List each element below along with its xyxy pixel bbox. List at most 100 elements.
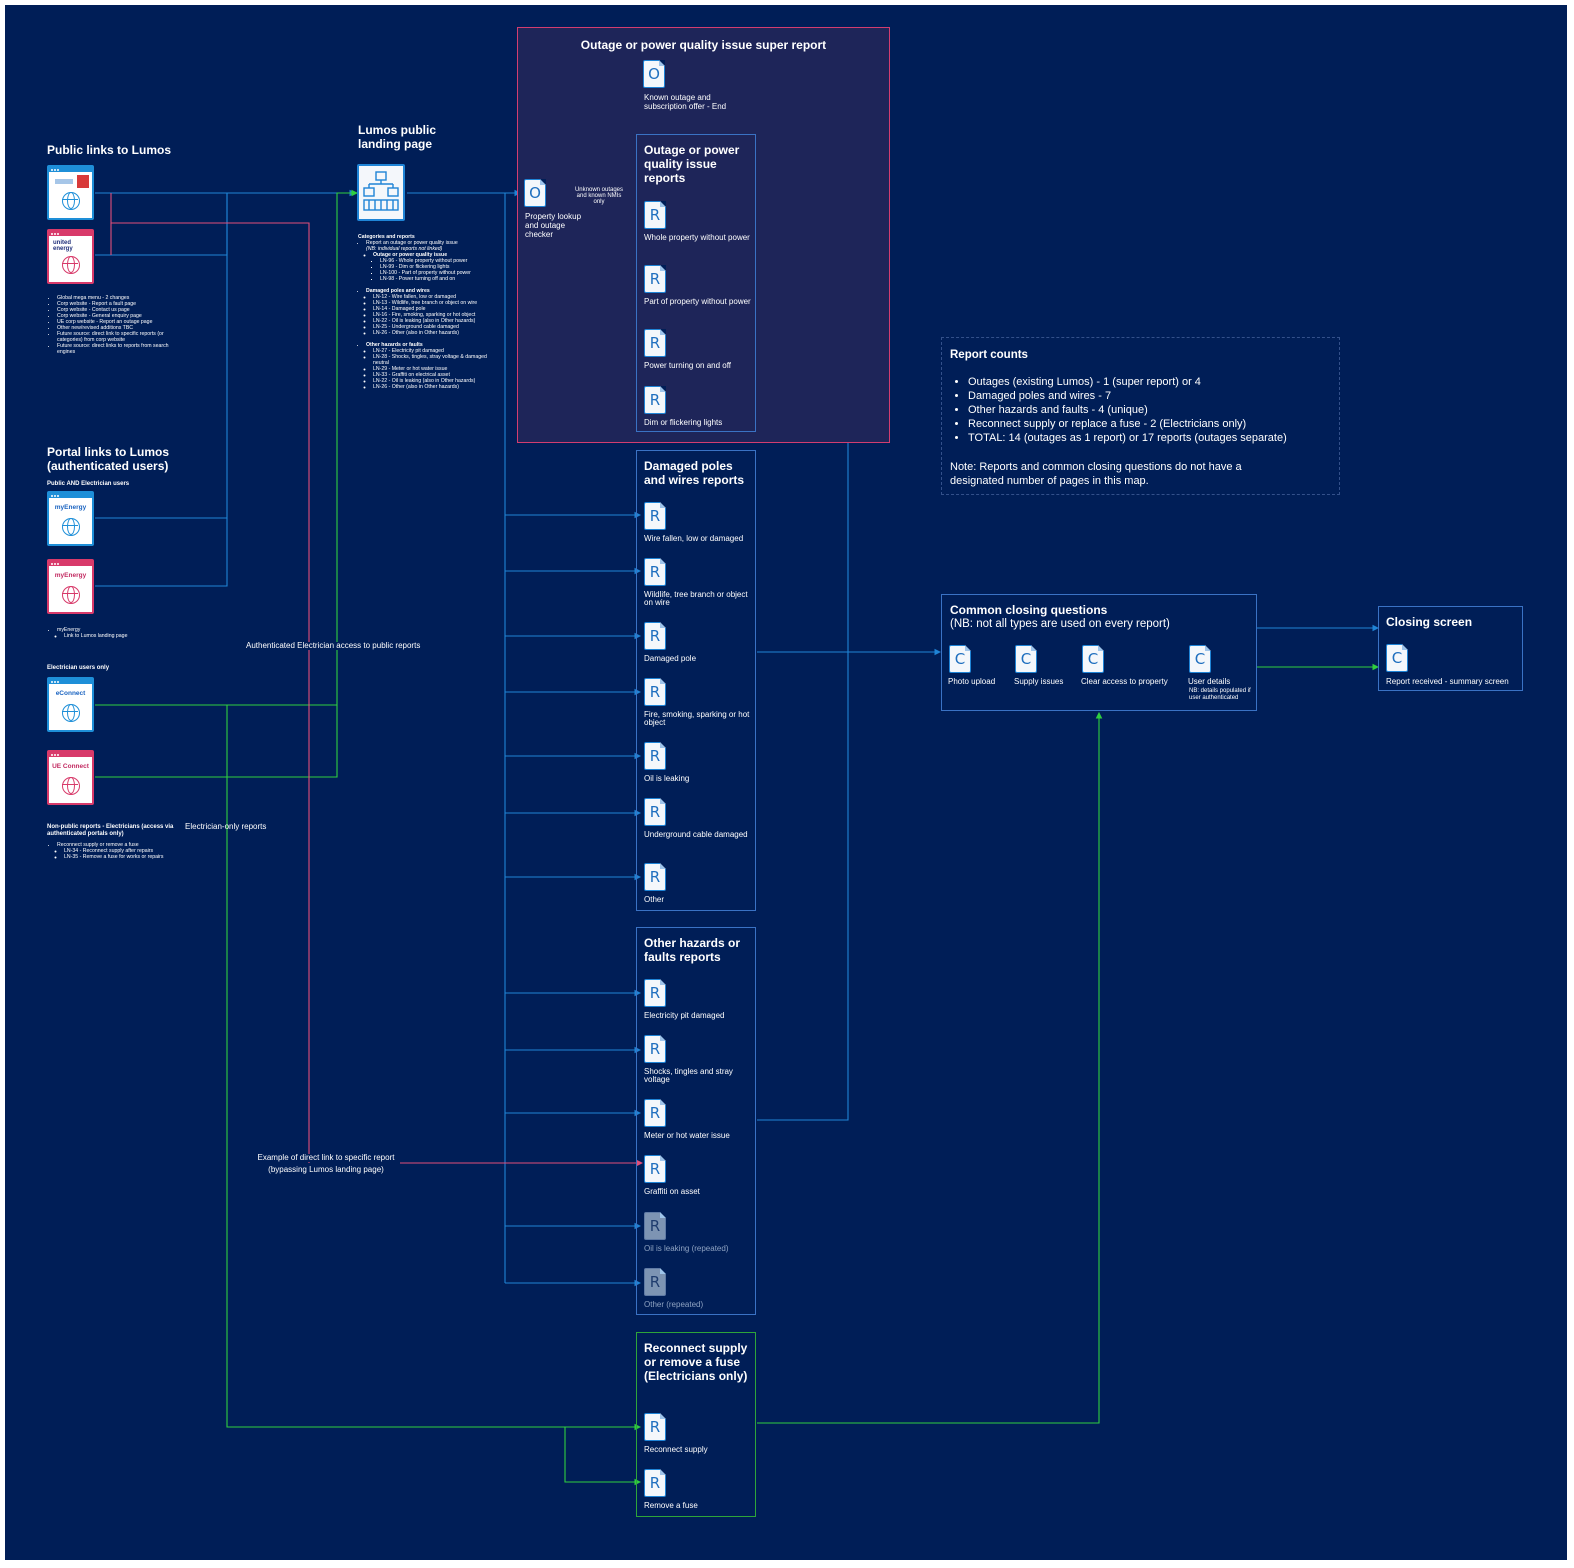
report-page-icon[interactable]: R bbox=[644, 798, 666, 826]
report-page-icon[interactable]: R bbox=[644, 1035, 666, 1063]
report-page-icon[interactable]: R bbox=[644, 622, 666, 650]
report-page-icon[interactable]: R bbox=[644, 1212, 666, 1240]
report-page-icon[interactable]: R bbox=[644, 1268, 666, 1296]
ueconnect-caption: UE Connect bbox=[52, 763, 89, 770]
public-link-note: Corp website - Report a fault page bbox=[57, 301, 174, 307]
outage-reports-title: Outage or power quality issue reports bbox=[644, 143, 740, 185]
myenergy-caption: myEnergy bbox=[54, 572, 87, 579]
outage-reports-group: Outage or power quality issue reports bbox=[636, 134, 756, 432]
closing-question-page-icon[interactable]: C bbox=[1189, 645, 1211, 673]
report-page-icon[interactable]: R bbox=[644, 265, 666, 293]
globe-icon bbox=[62, 777, 80, 795]
closing-screen-group: Closing screen C Report received - summa… bbox=[1378, 606, 1523, 691]
report-label: Reconnect supply bbox=[644, 1445, 708, 1454]
nonpublic-sub-item: LN-35 - Remove a fuse for works or repai… bbox=[64, 854, 179, 860]
report-page-icon[interactable]: R bbox=[644, 502, 666, 530]
closing-screen-label: Report received - summary screen bbox=[1386, 677, 1509, 686]
landing-outage-item: LN-98 - Power turning off and on bbox=[380, 276, 488, 282]
report-page-icon[interactable]: R bbox=[644, 1413, 666, 1441]
report-counts-title: Report counts bbox=[950, 349, 1028, 361]
property-lookup-page-icon[interactable]: O bbox=[524, 179, 546, 207]
known-outage-page-icon[interactable]: O bbox=[643, 60, 665, 88]
direct-link-annotation-1: Example of direct link to specific repor… bbox=[252, 1154, 400, 1162]
portal-notes: myEnergyLink to Lumos landing page bbox=[49, 627, 169, 639]
report-page-icon[interactable]: R bbox=[644, 201, 666, 229]
report-label: Dim or flickering lights bbox=[644, 418, 723, 427]
report-label: Electricity pit damaged bbox=[644, 1011, 725, 1020]
report-page-icon[interactable]: R bbox=[644, 1099, 666, 1127]
auth-electrician-annotation: Authenticated Electrician access to publ… bbox=[246, 641, 421, 650]
myenergy-browser-ue[interactable]: myEnergy bbox=[47, 559, 94, 614]
landing-other-item: LN-28 - Shocks, tingles, stray voltage &… bbox=[373, 354, 488, 366]
landing-other-item: LN-27 - Electricity pit damaged bbox=[373, 348, 488, 354]
closing-question-page-icon[interactable]: C bbox=[1082, 645, 1104, 673]
damaged-subheading: Damaged poles and wires bbox=[366, 288, 430, 294]
report-page-icon[interactable]: R bbox=[644, 979, 666, 1007]
ue-website-browser[interactable]: united energy bbox=[47, 229, 94, 284]
closing-question-label: User details bbox=[1188, 677, 1231, 686]
report-counts-box: Report counts Outages (existing Lumos) -… bbox=[941, 337, 1340, 495]
closing-questions-subtitle: (NB: not all types are used on every rep… bbox=[950, 618, 1170, 630]
myenergy-caption: myEnergy bbox=[54, 504, 87, 511]
report-page-icon[interactable]: R bbox=[644, 558, 666, 586]
ueconnect-browser[interactable]: UE Connect bbox=[47, 750, 94, 805]
category-note: (NB: individual reports not linked) bbox=[366, 246, 443, 252]
landing-damaged-item: LN-12 - Wire fallen, low or damaged bbox=[373, 294, 488, 300]
closing-question-label: Supply issues bbox=[1014, 677, 1064, 686]
landing-outage-item: LN-100 - Part of property without power bbox=[380, 270, 488, 276]
report-label: Underground cable damaged bbox=[644, 830, 748, 839]
public-electrician-subtitle: Public AND Electrician users bbox=[47, 481, 130, 487]
report-page-icon[interactable]: R bbox=[644, 1155, 666, 1183]
reconnect-reports-title: Reconnect supply or remove a fuse (Elect… bbox=[644, 1341, 748, 1383]
landing-outage-item: LN-96 - Whole property without power bbox=[380, 258, 488, 264]
corp-website-browser[interactable] bbox=[47, 165, 94, 220]
landing-damaged-item: LN-25 - Underground cable damaged bbox=[373, 324, 488, 330]
landing-other-item: LN-33 - Graffiti on electrical asset bbox=[373, 372, 488, 378]
damaged-reports-group: Damaged poles and wires reports bbox=[636, 450, 756, 911]
myenergy-note-item: Link to Lumos landing page bbox=[64, 633, 169, 639]
globe-icon bbox=[62, 518, 80, 536]
landing-other-item: LN-26 - Other (also in Other hazards) bbox=[373, 384, 488, 390]
report-page-icon[interactable]: R bbox=[644, 678, 666, 706]
closing-question-label: Photo upload bbox=[948, 677, 996, 686]
report-count-item: Other hazards and faults - 4 (unique) bbox=[968, 403, 1335, 417]
electrician-only-annotation: Electrician-only reports bbox=[185, 822, 267, 831]
nonpublic-heading: Non-public reports - Electricians (acces… bbox=[47, 824, 174, 837]
closing-question-page-icon[interactable]: C bbox=[949, 645, 971, 673]
landing-page-icon[interactable] bbox=[357, 164, 405, 221]
report-page-icon[interactable]: R bbox=[644, 329, 666, 357]
outage-category-link: Report an outage or power quality issue bbox=[366, 240, 458, 246]
myenergy-browser-public[interactable]: myEnergy bbox=[47, 491, 94, 546]
report-count-item: TOTAL: 14 (outages as 1 report) or 17 re… bbox=[968, 431, 1335, 445]
outage-subheading: Outage or power quality issue bbox=[373, 252, 448, 258]
landing-damaged-item: LN-13 - Wildlife, tree branch or object … bbox=[373, 300, 488, 306]
report-count-item: Reconnect supply or replace a fuse - 2 (… bbox=[968, 417, 1335, 431]
public-links-notes: Global mega menu - 2 changesCorp website… bbox=[49, 295, 174, 355]
econnect-caption: eConnect bbox=[55, 690, 86, 697]
unknown-outage-note: Unknown outages and known NMIs only bbox=[573, 187, 625, 205]
landing-damaged-item: LN-16 - Fire, smoking, sparking or hot o… bbox=[373, 312, 488, 318]
public-link-note: Global mega menu - 2 changes bbox=[57, 295, 174, 301]
electrician-only-subtitle: Electrician users only bbox=[47, 665, 110, 671]
report-page-icon[interactable]: R bbox=[644, 863, 666, 891]
report-label: Shocks, tingles and stray voltage bbox=[644, 1067, 733, 1084]
landing-damaged-item: LN-14 - Damaged pole bbox=[373, 306, 488, 312]
landing-damaged-item: LN-22 - Oil is leaking (also in Other ha… bbox=[373, 318, 488, 324]
report-label: Oil is leaking bbox=[644, 774, 690, 783]
other-reports-title: Other hazards or faults reports bbox=[644, 936, 741, 964]
report-page-icon[interactable]: R bbox=[644, 742, 666, 770]
closing-screen-title: Closing screen bbox=[1386, 615, 1473, 629]
report-label: Whole property without power bbox=[644, 233, 750, 242]
report-label: Power turning on and off bbox=[644, 361, 732, 370]
closing-screen-page-icon[interactable]: C bbox=[1386, 644, 1408, 672]
closing-question-page-icon[interactable]: C bbox=[1015, 645, 1037, 673]
portal-links-title: Portal links to Lumos (authenticated use… bbox=[47, 445, 170, 473]
report-counts-note: Note: Reports and common closing questio… bbox=[950, 461, 1242, 487]
report-page-icon[interactable]: R bbox=[644, 386, 666, 414]
globe-icon bbox=[62, 586, 80, 604]
ue-logo-icon: united energy bbox=[53, 240, 73, 252]
econnect-browser[interactable]: eConnect bbox=[47, 677, 94, 732]
report-label: Graffiti on asset bbox=[644, 1187, 700, 1196]
report-label: Other (repeated) bbox=[644, 1300, 704, 1309]
report-page-icon[interactable]: R bbox=[644, 1469, 666, 1497]
